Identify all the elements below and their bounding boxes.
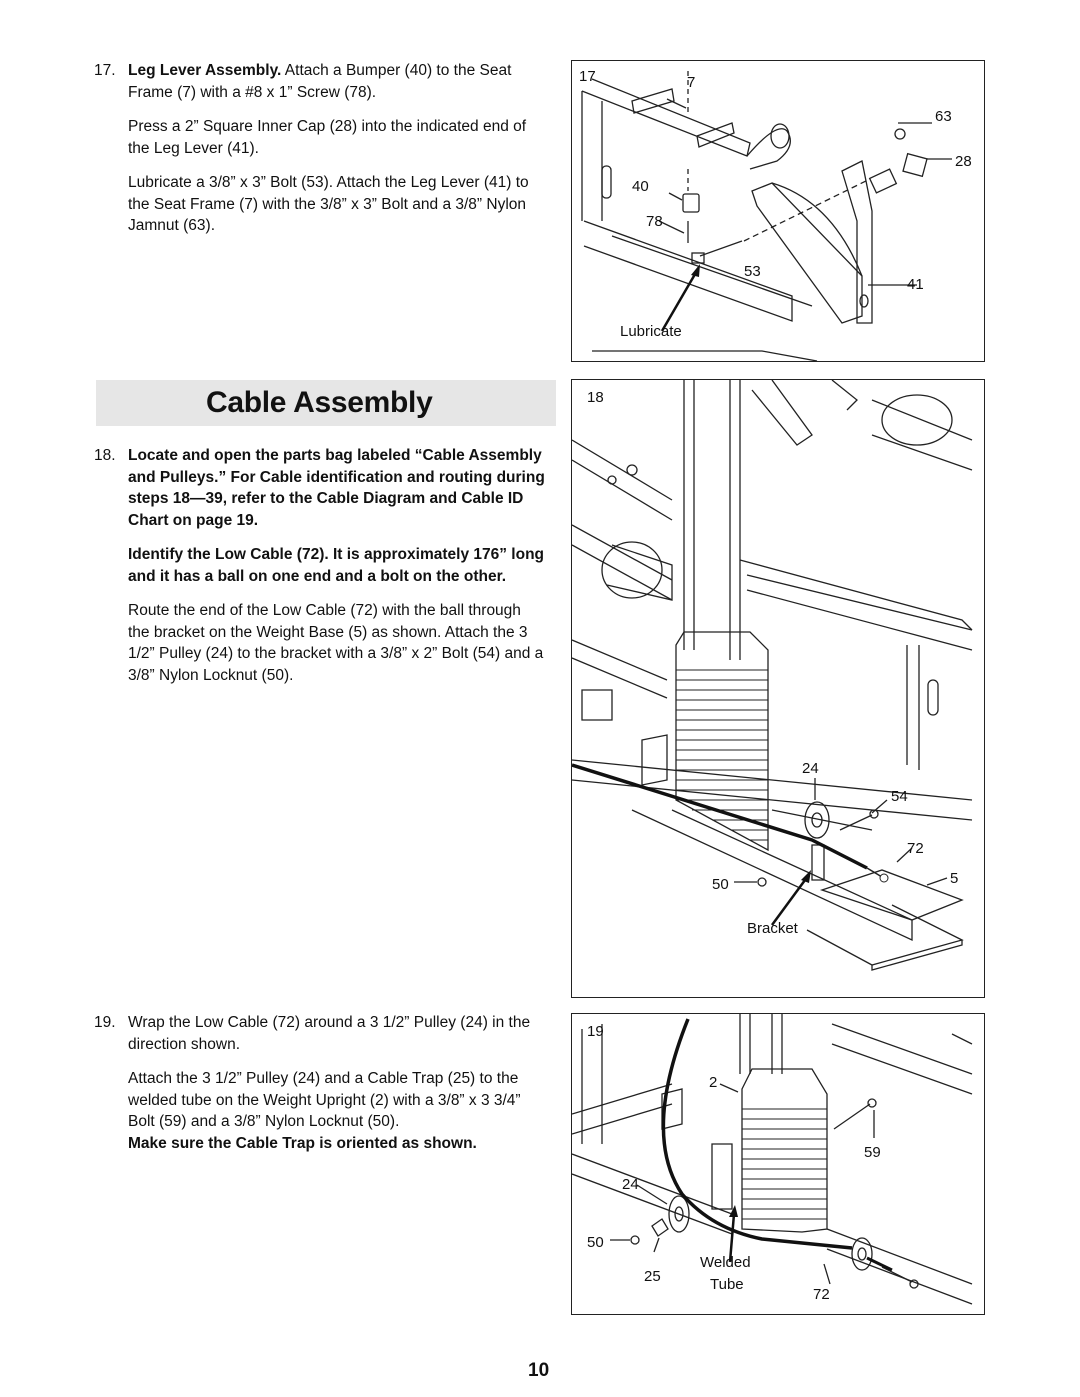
step-19-text-2: Attach the 3 1/2” Pulley (24) and a Cabl… <box>128 1070 521 1130</box>
fig19-label-welded: Welded <box>700 1254 751 1271</box>
step-17-para-1: Leg Lever Assembly. Attach a Bumper (40)… <box>96 60 546 103</box>
fig18-label-54: 54 <box>891 788 908 805</box>
step-19-text-1: Wrap the Low Cable (72) around a 3 1/2” … <box>128 1014 531 1053</box>
step-17-heading: Leg Lever Assembly. <box>128 62 282 79</box>
figure-19-drawing <box>572 1014 973 1305</box>
fig18-label-50: 50 <box>712 876 729 893</box>
fig18-label-18: 18 <box>587 389 604 406</box>
fig19-label-72: 72 <box>813 1286 830 1303</box>
fig18-label-bracket: Bracket <box>747 920 798 937</box>
step-19-bold: Make sure the Cable Trap is oriented as … <box>128 1134 477 1152</box>
figure-18-drawing <box>572 380 973 971</box>
fig19-label-25: 25 <box>644 1268 661 1285</box>
figure-17-drawing <box>581 71 952 361</box>
fig17-label-lubricate: Lubricate <box>620 323 682 340</box>
fig18-label-24: 24 <box>802 760 819 777</box>
fig17-label-41: 41 <box>907 276 924 293</box>
figure-19: 19 2 59 24 50 25 Welded Tube 72 <box>571 1013 985 1315</box>
section-title: Cable Assembly <box>206 386 433 419</box>
step-17: 17. Leg Lever Assembly. Attach a Bumper … <box>94 60 546 250</box>
step-18-bold-1: Locate and open the parts bag labeled “C… <box>128 447 545 529</box>
fig17-label-63: 63 <box>935 108 952 125</box>
step-18-number: 18. <box>94 447 116 464</box>
figure-17: 17 7 63 28 40 78 53 41 Lubricate <box>571 60 985 362</box>
step-18-text: Route the end of the Low Cable (72) with… <box>128 602 544 684</box>
step-17-text-1: Attach a Bumper (40) to the Seat Frame (… <box>128 62 512 101</box>
fig17-label-78: 78 <box>646 213 663 230</box>
step-18-bold-2: Identify the Low Cable (72). It is appro… <box>128 546 545 585</box>
fig17-label-7: 7 <box>687 74 696 91</box>
step-17-para-3: Lubricate a 3/8” x 3” Bolt (53). Attach … <box>128 174 529 234</box>
step-19: 19. Wrap the Low Cable (72) around a 3 1… <box>94 1012 546 1167</box>
step-17-number: 17. <box>94 62 116 79</box>
fig19-label-50: 50 <box>587 1234 604 1251</box>
fig19-label-19: 19 <box>587 1023 604 1040</box>
step-17-para-2: Press a 2” Square Inner Cap (28) into th… <box>128 118 527 157</box>
fig18-label-5: 5 <box>950 870 959 887</box>
fig18-label-72: 72 <box>907 840 924 857</box>
step-19-number: 19. <box>94 1014 116 1031</box>
fig17-label-17: 17 <box>579 68 596 85</box>
fig17-label-53: 53 <box>744 263 761 280</box>
step-18: 18. Locate and open the parts bag labele… <box>94 445 546 699</box>
fig17-label-40: 40 <box>632 178 649 195</box>
fig19-label-24: 24 <box>622 1176 639 1193</box>
fig19-label-tube: Tube <box>710 1276 744 1293</box>
fig17-label-28: 28 <box>955 153 972 170</box>
fig19-label-2: 2 <box>709 1074 718 1091</box>
page-number: 10 <box>528 1360 550 1381</box>
fig19-label-59: 59 <box>864 1144 881 1161</box>
section-title-bar <box>96 380 556 426</box>
figure-18: 18 24 54 72 50 5 Bracket <box>571 379 985 998</box>
